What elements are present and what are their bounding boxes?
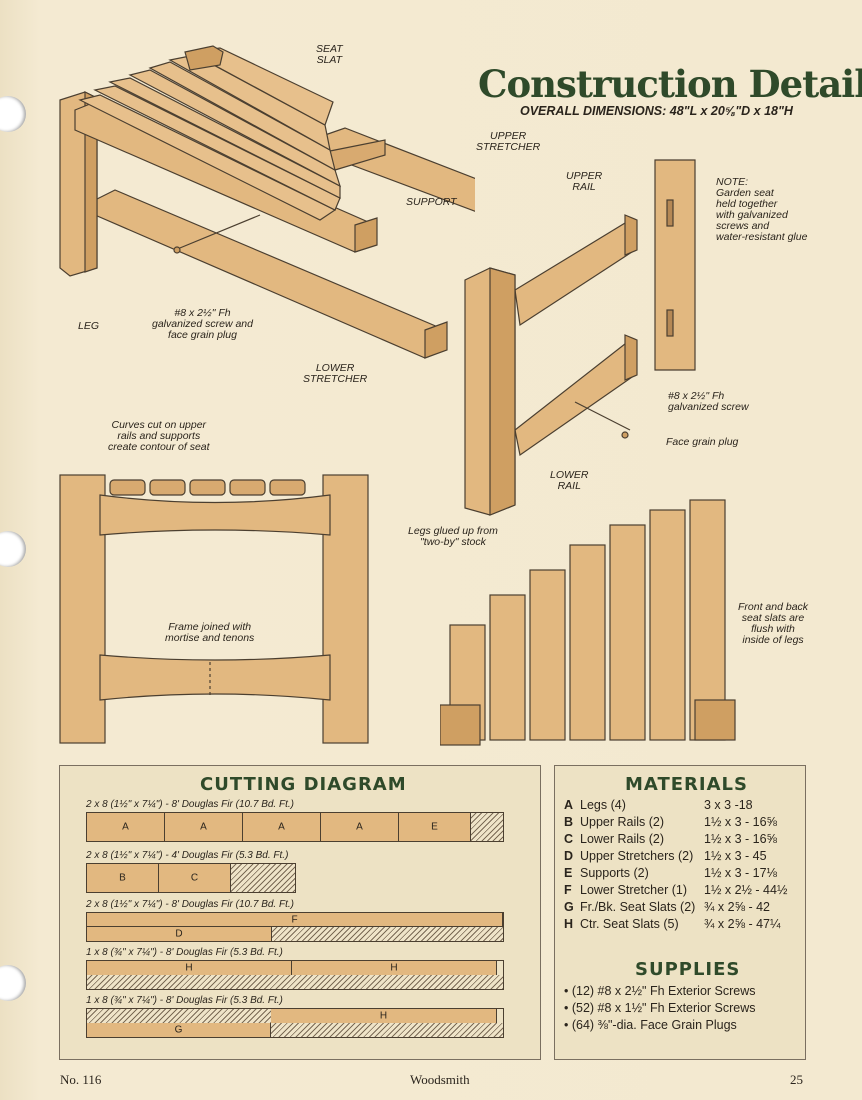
board: F D — [86, 912, 504, 942]
board: H G — [86, 1008, 504, 1038]
issue-number: No. 116 — [60, 1072, 102, 1087]
callout-upper-stretcher: UPPER STRETCHER — [476, 130, 541, 153]
callout-face-grain-plug: Face grain plug — [666, 436, 739, 448]
binder-hole — [0, 531, 26, 567]
callout-frame-joined: Frame joined with mortise and tenons — [165, 621, 255, 644]
supply-item: • (64) ⅜"-dia. Face Grain Plugs — [564, 1018, 737, 1032]
part-h: H — [87, 961, 292, 975]
callout-curves: Curves cut on upper rails and supports c… — [108, 419, 210, 453]
callout-support: SUPPORT — [406, 196, 457, 208]
part-g: G — [87, 1023, 271, 1037]
callout-lower-rail: LOWER RAIL — [550, 469, 589, 492]
board-label: 1 x 8 (¾" x 7¼") - 8' Douglas Fir (5.3 B… — [86, 995, 283, 1006]
supply-item: • (52) #8 x 1½" Fh Exterior Screws — [564, 1001, 756, 1015]
supplies-title: SUPPLIES — [635, 959, 741, 980]
part-d: D — [87, 927, 272, 941]
overall-dimensions: OVERALL DIMENSIONS: 48"L x 20⅝"D x 18"H — [520, 104, 793, 118]
waste-area — [87, 1009, 271, 1023]
page-title: Construction Details — [478, 62, 862, 106]
binder-hole — [0, 96, 26, 132]
callout-legs-glued: Legs glued up from "two-by" stock — [408, 525, 498, 548]
part-f: F — [87, 913, 503, 927]
exploded-seat-illustration — [59, 45, 475, 359]
board: A A A A E — [86, 812, 504, 842]
supply-item: • (12) #8 x 2½" Fh Exterior Screws — [564, 984, 756, 998]
materials-title: MATERIALS — [625, 774, 748, 795]
waste-area — [87, 975, 503, 989]
callout-screw-and-plug: #8 x 2½" Fh galvanized screw and face gr… — [152, 307, 253, 341]
board-label: 2 x 8 (1½" x 7¼") - 8' Douglas Fir (10.7… — [86, 899, 294, 910]
materials-panel: MATERIALS SUPPLIES — [554, 765, 806, 1060]
callout-lower-stretcher: LOWER STRETCHER — [303, 362, 368, 385]
waste-area — [271, 1023, 503, 1037]
callout-upper-rail: UPPER RAIL — [566, 170, 603, 193]
seat-slats-illustration — [440, 499, 736, 746]
waste-area — [471, 813, 503, 841]
callout-galvanized-screw: #8 x 2½" Fh galvanized screw — [668, 390, 749, 413]
board-label: 2 x 8 (1½" x 7¼") - 4' Douglas Fir (5.3 … — [86, 850, 289, 861]
part-c: C — [159, 864, 231, 892]
leg-rail-illustration — [464, 159, 696, 516]
page-number: 25 — [790, 1072, 803, 1087]
part-b: B — [87, 864, 159, 892]
callout-note: NOTE: Garden seat held together with gal… — [716, 176, 808, 243]
board: H H — [86, 960, 504, 990]
binder-hole — [0, 965, 26, 1001]
frame-elevation-illustration — [59, 474, 369, 744]
part-a: A — [243, 813, 321, 841]
callout-seat-slat: SEAT SLAT — [316, 43, 343, 66]
part-h: H — [292, 961, 497, 975]
cutting-diagram-title: CUTTING DIAGRAM — [200, 774, 407, 795]
part-a: A — [165, 813, 243, 841]
board: B C — [86, 863, 296, 893]
part-h: H — [271, 1009, 497, 1023]
callout-front-back-slats: Front and back seat slats are flush with… — [738, 601, 809, 646]
part-e: E — [399, 813, 471, 841]
waste-area — [231, 864, 295, 892]
callout-leg: LEG — [78, 320, 100, 332]
waste-area — [272, 927, 503, 941]
magazine-name: Woodsmith — [410, 1072, 470, 1087]
part-a: A — [321, 813, 399, 841]
part-a: A — [87, 813, 165, 841]
board-label: 2 x 8 (1½" x 7¼") - 8' Douglas Fir (10.7… — [86, 799, 294, 810]
board-label: 1 x 8 (¾" x 7¼") - 8' Douglas Fir (5.3 B… — [86, 947, 283, 958]
